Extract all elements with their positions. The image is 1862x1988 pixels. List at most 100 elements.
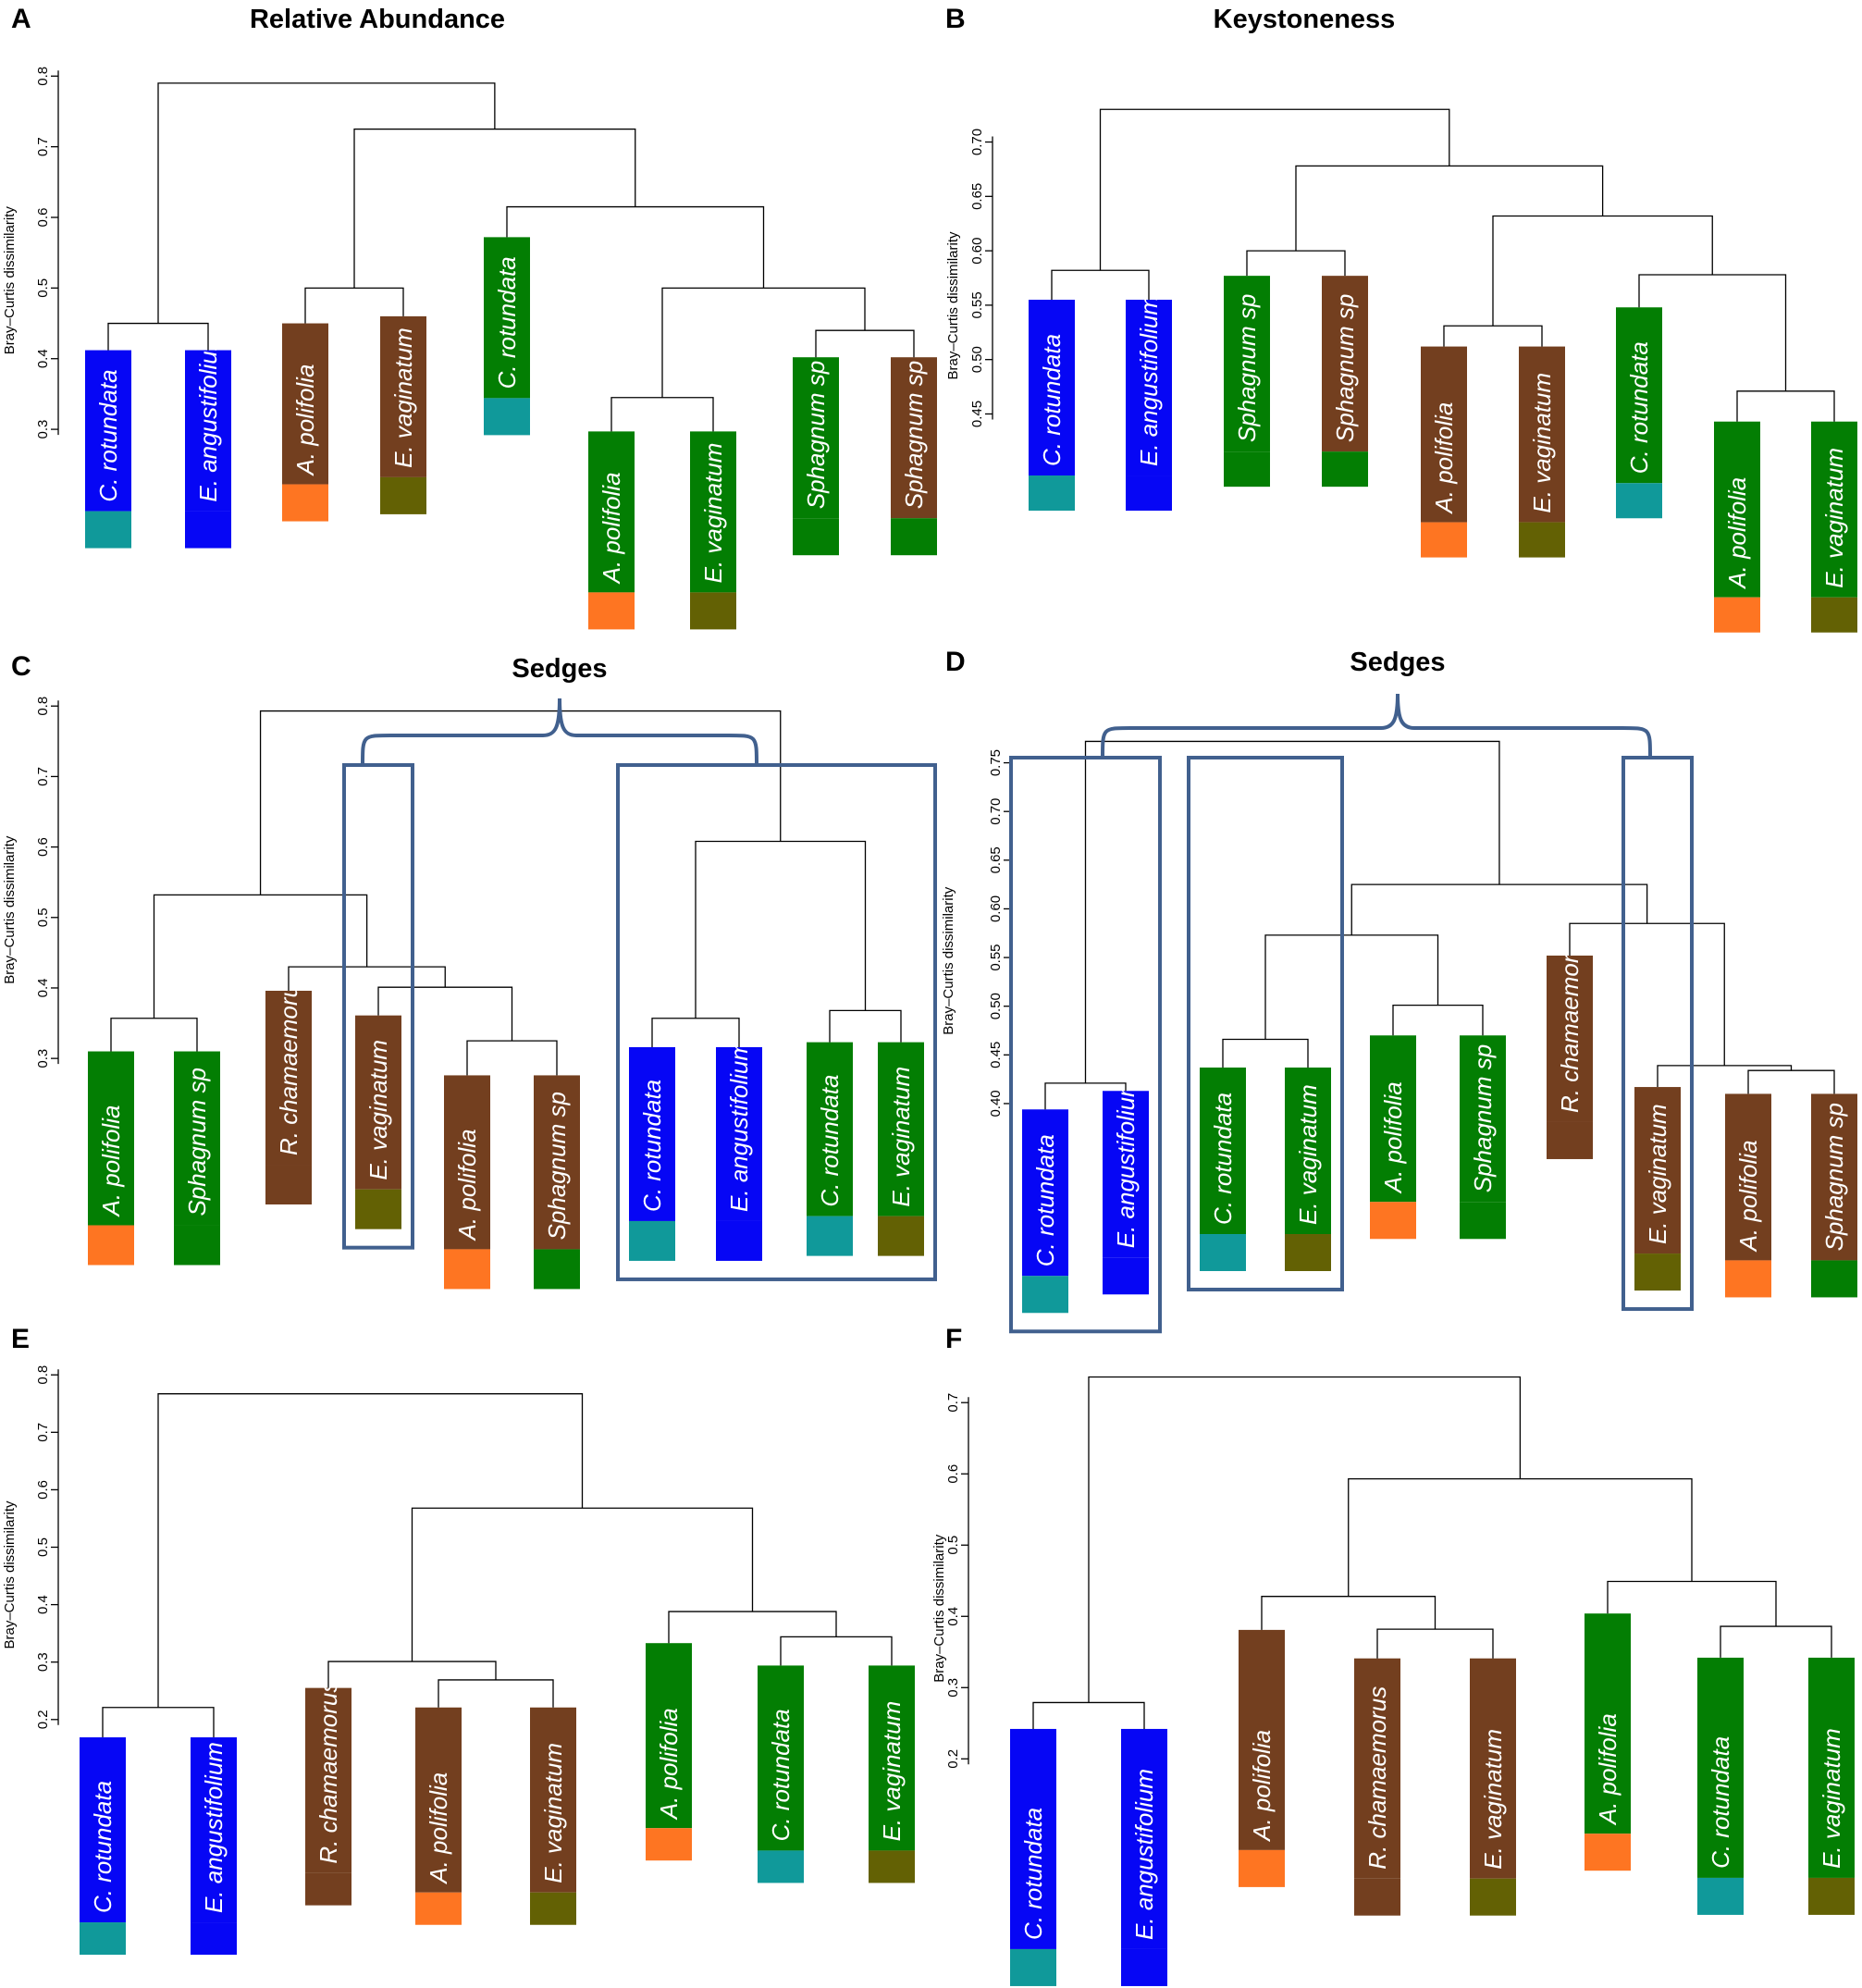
leaf-color-tag <box>88 1225 134 1266</box>
y-tick-label: 0.5 <box>945 1536 961 1555</box>
sedges-label: Sedges <box>512 654 607 684</box>
leaf-bar <box>85 350 131 512</box>
leaf-label: Sphagnum sp <box>1233 294 1261 442</box>
dendrogram-branch <box>610 397 714 432</box>
leaf-bar <box>282 323 328 485</box>
leaf-color-tag <box>891 518 937 556</box>
leaf-color-tag <box>1022 1276 1068 1314</box>
leaf-bar <box>1460 1035 1506 1203</box>
panel-label: A <box>11 4 31 34</box>
leaf-color-tag <box>716 1220 762 1261</box>
y-tick-label: 0.2 <box>35 1710 51 1729</box>
leaf-color-tag <box>265 1165 312 1205</box>
y-axis-label: Bray–Curtis dissimilarity <box>2 206 18 355</box>
dendrogram-branch <box>153 894 368 1019</box>
y-tick-label: 0.5 <box>35 908 51 927</box>
sedge-group-box <box>342 763 414 1250</box>
dendrogram-branch <box>668 1611 837 1644</box>
leaf-bar <box>1126 300 1172 476</box>
leaf-label: E. vaginatum <box>699 443 727 584</box>
leaf-bar <box>444 1075 490 1250</box>
leaf-color-tag <box>1519 522 1565 558</box>
dendrogram-branch <box>327 1661 497 1688</box>
dendrogram-branch <box>1295 165 1604 252</box>
leaf-bar <box>1224 276 1270 452</box>
dendrogram-branch <box>1088 1376 1522 1703</box>
panel-label: B <box>945 4 966 34</box>
leaf-bar <box>1239 1629 1285 1850</box>
y-tick-label: 0.55 <box>988 944 1004 970</box>
sedge-group-box <box>1009 756 1162 1334</box>
sedge-group-box <box>1622 756 1694 1312</box>
leaf-bar <box>380 315 426 477</box>
leaf-bar <box>1103 1091 1149 1258</box>
leaf-label: C. rotundata <box>1019 1808 1047 1940</box>
leaf-color-tag <box>1460 1202 1506 1240</box>
dendrogram-branch <box>1084 740 1500 1083</box>
dendrogram-branch <box>1261 1596 1437 1630</box>
leaf-bar <box>1285 1068 1331 1235</box>
dendrogram-branch <box>1032 1701 1145 1729</box>
leaf-label: E. angustifolium <box>194 331 222 502</box>
leaf-color-tag <box>588 592 635 630</box>
y-tick-label: 0.7 <box>35 137 51 156</box>
y-tick-label: 0.45 <box>988 1042 1004 1068</box>
dendrogram-branch <box>102 1707 215 1738</box>
leaf-bar <box>1616 307 1662 484</box>
leaf-bar <box>758 1665 804 1851</box>
y-tick-label: 0.3 <box>35 1049 51 1068</box>
y-tick-label: 0.3 <box>945 1678 961 1698</box>
leaf-bar <box>1547 955 1593 1122</box>
y-tick-label: 0.65 <box>969 183 985 210</box>
leaf-bar <box>1697 1657 1744 1878</box>
y-tick-label: 0.6 <box>945 1464 961 1484</box>
leaf-color-tag <box>415 1892 462 1925</box>
leaf-bar <box>305 1687 351 1873</box>
panel-title: Relative Abundance <box>250 5 505 34</box>
leaf-bar <box>878 1042 924 1216</box>
dendrogram-branch <box>1246 250 1346 277</box>
leaf-bar <box>1634 1087 1681 1254</box>
leaf-label: A. polifolia <box>453 1129 481 1241</box>
leaf-label: C. rotundata <box>638 1080 666 1212</box>
leaf-color-tag <box>1354 1878 1400 1916</box>
dendrogram-branch <box>304 287 404 324</box>
panel-title: Keystoneness <box>1214 5 1396 34</box>
leaf-color-tag <box>380 476 426 514</box>
dendrogram-branch <box>1222 1038 1309 1068</box>
y-tick-label: 0.8 <box>35 697 51 716</box>
leaf-color-tag <box>1285 1234 1331 1272</box>
leaf-label: A. polifolia <box>1248 1730 1276 1843</box>
leaf-bar <box>1808 1657 1855 1878</box>
sedge-group-box <box>616 763 937 1281</box>
leaf-label: R. chamaemorus <box>1363 1686 1391 1870</box>
leaf-color-tag <box>1697 1877 1744 1915</box>
leaf-color-tag <box>1322 451 1368 488</box>
leaf-bar <box>1811 421 1857 598</box>
dendrogram-branch <box>466 1040 558 1076</box>
leaf-color-tag <box>530 1892 576 1925</box>
leaf-bar <box>1585 1613 1631 1834</box>
leaf-label: C. rotundata <box>1031 1134 1059 1266</box>
y-tick-label: 0.7 <box>35 767 51 786</box>
leaf-bar <box>690 431 736 593</box>
leaf-bar <box>793 357 839 519</box>
y-axis-label: Bray–Curtis dissimilarity <box>945 231 961 380</box>
leaf-color-tag <box>807 1216 853 1256</box>
leaf-bar <box>1725 1093 1771 1261</box>
leaf-bar <box>1322 276 1368 452</box>
leaf-label: E. angustifolium <box>725 1041 753 1212</box>
leaf-color-tag <box>1811 1260 1857 1298</box>
leaf-label: E. angustifolium <box>1135 295 1163 466</box>
dendrogram-branch <box>815 329 915 358</box>
leaf-bar <box>530 1707 576 1893</box>
leaf-bar <box>1029 300 1075 476</box>
leaf-color-tag <box>1103 1257 1149 1295</box>
dendrogram-branch <box>1392 1005 1484 1036</box>
leaf-color-tag <box>793 518 839 556</box>
leaf-label: C. rotundata <box>89 1781 117 1913</box>
panel-label: C <box>11 651 31 682</box>
leaf-label: Sphagnum sp <box>1469 1044 1497 1192</box>
leaf-bar <box>185 350 231 512</box>
sedges-brace <box>1101 693 1652 759</box>
